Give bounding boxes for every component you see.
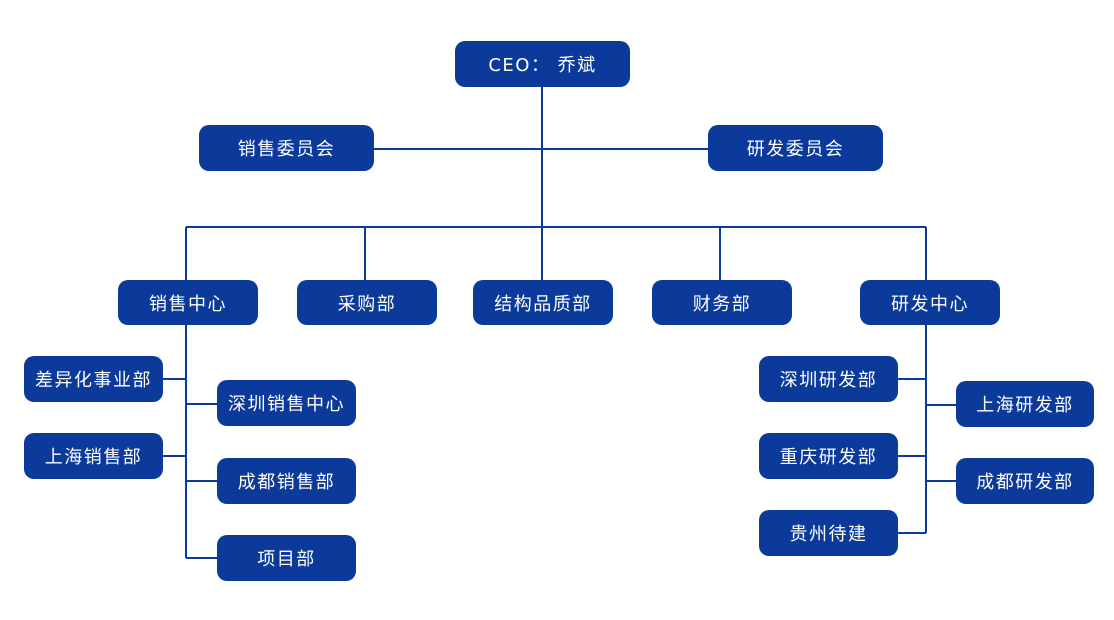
node-rd-center-label: 研发中心 (891, 293, 969, 315)
node-shenzhen-rd: 深圳研发部 (759, 356, 898, 402)
node-sales-committee-label: 销售委员会 (237, 139, 336, 160)
node-chengdu-sales-label: 成都销售部 (237, 472, 336, 493)
node-shenzhen-sales: 深圳销售中心 (217, 380, 356, 426)
node-quality-label: 结构品质部 (494, 293, 592, 315)
node-sales-center: 销售中心 (118, 280, 258, 325)
node-chongqing-rd: 重庆研发部 (759, 433, 898, 479)
node-finance-label: 财务部 (692, 293, 752, 315)
node-shanghai-sales-label: 上海销售部 (44, 447, 143, 468)
node-chengdu-rd: 成都研发部 (956, 458, 1094, 504)
node-shanghai-rd-label: 上海研发部 (976, 395, 1074, 416)
node-chengdu-rd-label: 成都研发部 (976, 472, 1074, 493)
node-shanghai-sales: 上海销售部 (24, 433, 163, 479)
node-procurement: 采购部 (297, 280, 437, 325)
node-ceo-label: CEO： 乔斌 (488, 55, 597, 76)
node-guizhou-planned-label: 贵州待建 (789, 524, 868, 545)
node-shanghai-rd: 上海研发部 (956, 381, 1094, 427)
node-rd-center: 研发中心 (860, 280, 1000, 325)
node-rd-committee: 研发委员会 (708, 125, 883, 171)
node-guizhou-planned: 贵州待建 (759, 510, 898, 556)
node-rd-committee-label: 研发委员会 (746, 139, 845, 160)
node-chengdu-sales: 成都销售部 (217, 458, 356, 504)
node-shenzhen-sales-label: 深圳销售中心 (228, 394, 345, 415)
node-differentiation-division: 差异化事业部 (24, 356, 163, 402)
node-shenzhen-rd-label: 深圳研发部 (779, 370, 878, 391)
node-differentiation-division-label: 差异化事业部 (35, 370, 152, 391)
node-project-dept: 项目部 (217, 535, 356, 581)
node-quality: 结构品质部 (473, 280, 613, 325)
node-procurement-label: 采购部 (337, 293, 397, 315)
node-sales-center-label: 销售中心 (149, 293, 227, 315)
node-chongqing-rd-label: 重庆研发部 (779, 447, 878, 468)
node-ceo: CEO： 乔斌 (455, 41, 630, 87)
node-project-dept-label: 项目部 (257, 549, 316, 570)
node-sales-committee: 销售委员会 (199, 125, 374, 171)
node-finance: 财务部 (652, 280, 792, 325)
